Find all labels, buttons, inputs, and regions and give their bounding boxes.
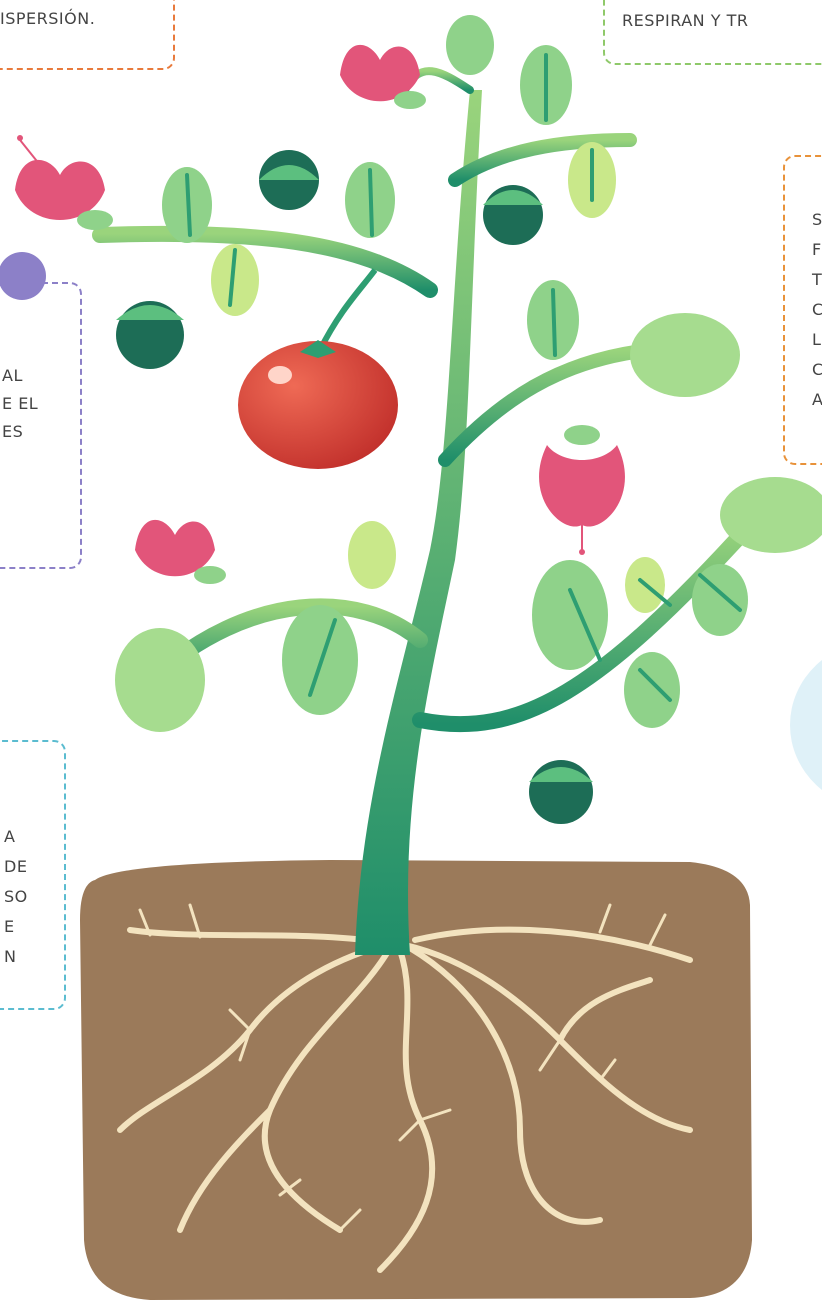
tomato (238, 270, 398, 469)
info-bubble (790, 640, 822, 810)
soil (80, 860, 752, 1300)
purple-circle (0, 252, 46, 300)
